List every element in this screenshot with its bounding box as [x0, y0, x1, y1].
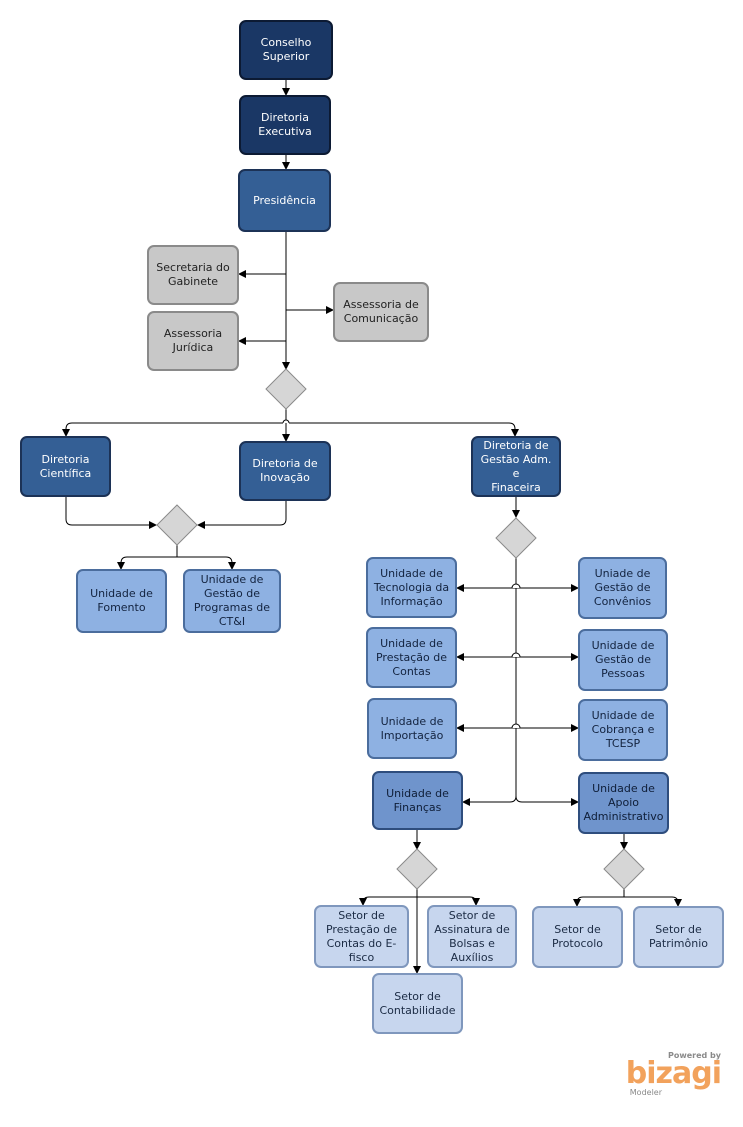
secretaria-gabinete-box[interactable]: Secretaria do Gabinete	[147, 245, 239, 305]
unidade-fomento-box[interactable]: Unidade de Fomento	[76, 569, 167, 633]
unidade-programas-box[interactable]: Unidade de Gestão de Programas de CT&I	[183, 569, 281, 633]
setor-patrimonio-box[interactable]: Setor de Patrimônio	[633, 906, 724, 968]
unidade-convenios-box[interactable]: Uniade de Gestão de Convênios	[578, 557, 667, 619]
powered-by-label: Powered by	[668, 1051, 721, 1060]
assessoria-juridica-box[interactable]: Assessoria Jurídica	[147, 311, 239, 371]
unidade-prestacao-contas-box[interactable]: Unidade de Prestação de Contas	[366, 627, 457, 688]
diretoria-gestao-box[interactable]: Diretoria de Gestão Adm. e Finaceira	[471, 436, 561, 497]
unidade-importacao-box[interactable]: Unidade de Importação	[367, 698, 457, 759]
diretoria-inovacao-box[interactable]: Diretoria de Inovação	[239, 441, 331, 501]
unidade-pessoas-box[interactable]: Unidade de Gestão de Pessoas	[578, 629, 668, 691]
diretoria-executiva-box[interactable]: Diretoria Executiva	[239, 95, 331, 155]
diretoria-cientifica-box[interactable]: Diretoria Científica	[20, 436, 111, 497]
bizagi-logo: bizagi	[625, 1056, 722, 1091]
gateway-presidencia	[265, 368, 307, 410]
setor-protocolo-box[interactable]: Setor de Protocolo	[532, 906, 623, 968]
gateway-financas	[396, 848, 438, 890]
modeler-label: Modeler	[629, 1088, 662, 1097]
gateway-gestao	[495, 517, 537, 559]
conselho-superior-box[interactable]: Conselho Superior	[239, 20, 333, 80]
gateway-apoio	[603, 848, 645, 890]
unidade-financas-box[interactable]: Unidade de Finanças	[372, 771, 463, 830]
assessoria-comunicacao-box[interactable]: Assessoria de Comunicação	[333, 282, 429, 342]
bizagi-branding: Powered by bizagi Modeler	[625, 1051, 722, 1097]
setor-contabilidade-box[interactable]: Setor de Contabilidade	[372, 973, 463, 1034]
presidencia-box[interactable]: Presidência	[238, 169, 331, 232]
setor-prestacao-box[interactable]: Setor de Prestação de Contas do E- fisco	[314, 905, 409, 968]
unidade-apoio-box[interactable]: Unidade de Apoio Administrativo	[578, 772, 669, 834]
unidade-ti-box[interactable]: Unidade de Tecnologia da Informação	[366, 557, 457, 618]
setor-assinatura-box[interactable]: Setor de Assinatura de Bolsas e Auxílios	[427, 905, 517, 968]
unidade-cobranca-box[interactable]: Unidade de Cobrança e TCESP	[578, 699, 668, 761]
gateway-cientifica-inovacao	[156, 504, 198, 546]
